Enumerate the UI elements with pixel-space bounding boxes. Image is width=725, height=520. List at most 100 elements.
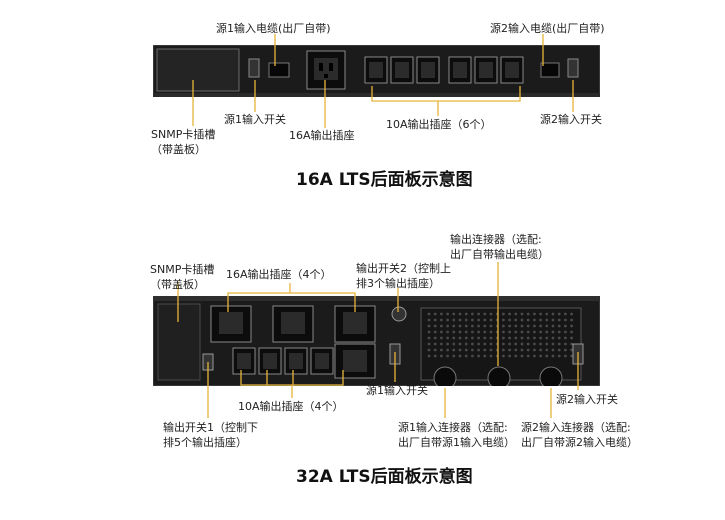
label-src1-switch: 源1输入开关: [366, 384, 428, 397]
vent-hole: [502, 312, 505, 316]
vent-hole: [433, 348, 437, 352]
vent-hole: [551, 312, 555, 316]
output-switch-2-icon: [391, 306, 407, 322]
vent-hole: [533, 318, 536, 322]
vent-hole: [446, 342, 449, 346]
vent-hole: [477, 354, 480, 358]
vent-hole: [446, 348, 449, 352]
vent-hole: [427, 342, 431, 346]
vent-hole: [508, 330, 511, 334]
vent-hole: [452, 318, 456, 322]
vent-hole: [557, 336, 561, 340]
vent-hole: [514, 348, 518, 352]
vent-hole: [427, 318, 431, 322]
vent-hole: [502, 336, 505, 340]
vent-hole: [477, 336, 480, 340]
src2-input-connector-icon: [539, 366, 563, 386]
vent-hole: [464, 354, 468, 358]
label-src1-switch: 源1输入开关: [224, 113, 286, 126]
vent-hole: [570, 348, 573, 352]
vent-hole: [464, 318, 468, 322]
vent-hole: [433, 342, 437, 346]
title-16a-lts: 16A LTS后面板示意图: [296, 170, 473, 190]
vent-hole: [526, 336, 530, 340]
vent-hole: [514, 312, 518, 316]
vent-hole: [533, 312, 536, 316]
vent-hole: [551, 348, 555, 352]
snmp-slot-cover: [156, 48, 240, 92]
vent-hole: [458, 312, 462, 316]
vent-hole: [502, 324, 505, 328]
vent-hole: [533, 336, 536, 340]
vent-hole: [508, 312, 511, 316]
vent-hole: [570, 354, 573, 358]
output-switch-1-icon: [202, 353, 214, 371]
vent-hole: [570, 342, 573, 346]
vent-hole: [508, 348, 511, 352]
vent-hole: [489, 312, 493, 316]
output-10a-socket: [390, 56, 414, 84]
vent-hole: [526, 312, 530, 316]
vent-hole: [483, 348, 487, 352]
vent-hole: [545, 330, 549, 334]
label-src2-cable: 源2输入电缆(出厂自带): [490, 22, 605, 35]
vent-hole: [564, 330, 567, 334]
vent-hole: [514, 324, 518, 328]
vent-hole: [564, 318, 567, 322]
vent-hole: [539, 318, 542, 322]
vent-hole: [489, 342, 493, 346]
label-output-switch-2: 输出开关2（控制上 排3个输出插座）: [356, 262, 451, 290]
vent-hole: [557, 324, 561, 328]
vent-hole: [570, 324, 573, 328]
output-10a-socket: [448, 56, 472, 84]
vent-hole: [526, 318, 530, 322]
vent-hole: [464, 312, 468, 316]
vent-hole: [452, 348, 456, 352]
vent-hole: [458, 324, 462, 328]
vent-hole: [539, 348, 542, 352]
vent-hole: [545, 318, 549, 322]
vent-hole: [557, 330, 561, 334]
vent-hole: [564, 312, 567, 316]
vent-hole: [495, 342, 499, 346]
vent-hole: [520, 354, 524, 358]
label-output-connector: 输出连接器（选配: 出厂自带输出电缆）: [450, 233, 549, 261]
vent-hole: [427, 330, 431, 334]
output-16a-socket: [306, 50, 346, 90]
output-10a-socket: [310, 347, 334, 375]
vent-hole: [502, 330, 505, 334]
vent-hole: [452, 354, 456, 358]
vent-hole: [464, 330, 468, 334]
vent-hole: [440, 330, 443, 334]
output-10a-socket: [500, 56, 524, 84]
vent-hole: [508, 318, 511, 322]
vent-hole: [520, 342, 524, 346]
vent-hole: [477, 312, 480, 316]
output-10a-socket: [364, 56, 388, 84]
label-src2-switch: 源2输入开关: [556, 393, 618, 406]
lts-16a-rear-panel: [153, 45, 600, 97]
vent-hole: [489, 354, 493, 358]
vent-hole: [514, 330, 518, 334]
vent-hole: [477, 342, 480, 346]
vent-hole: [495, 324, 499, 328]
vent-hole: [464, 336, 468, 340]
vent-hole: [440, 336, 443, 340]
vent-hole: [533, 354, 536, 358]
vent-hole: [520, 324, 524, 328]
vent-hole: [570, 336, 573, 340]
output-10a-socket: [474, 56, 498, 84]
vent-hole: [427, 354, 431, 358]
vent-hole: [433, 318, 437, 322]
vent-hole: [458, 330, 462, 334]
vent-hole: [557, 354, 561, 358]
vent-hole: [551, 354, 555, 358]
vent-hole: [551, 318, 555, 322]
vent-hole: [495, 354, 499, 358]
vent-hole: [446, 354, 449, 358]
vent-hole: [446, 336, 449, 340]
vent-hole: [520, 330, 524, 334]
vent-hole: [514, 336, 518, 340]
src1-cable-icon: [268, 62, 290, 78]
vent-hole: [440, 312, 443, 316]
